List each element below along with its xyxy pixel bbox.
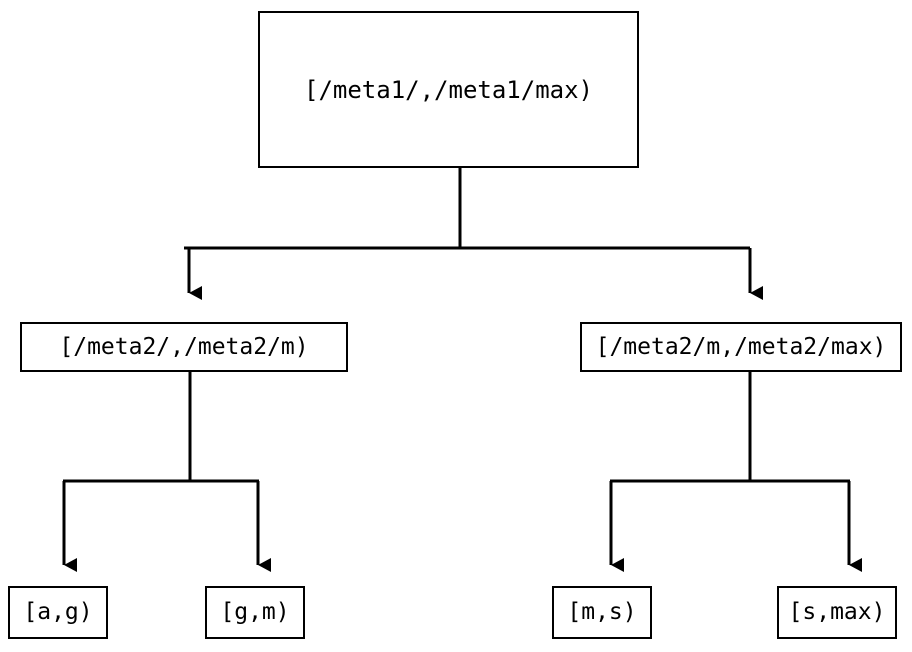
edge-root-to-children [184,168,763,300]
node-leaf-4[interactable]: [s,max) [777,586,897,639]
node-leaf-2-label: [g,m) [220,599,290,625]
node-leaf-3[interactable]: [m,s) [552,586,652,639]
node-mid-right[interactable]: [/meta2/m,/meta2/max) [580,322,902,372]
edge-mid-left-to-children [62,372,271,572]
node-root-label: [/meta1/,/meta1/max) [304,75,593,104]
node-leaf-1[interactable]: [a,g) [8,586,108,639]
node-leaf-4-label: [s,max) [788,599,886,625]
node-leaf-1-label: [a,g) [23,599,93,625]
node-root[interactable]: [/meta1/,/meta1/max) [258,11,639,168]
node-mid-left[interactable]: [/meta2/,/meta2/m) [20,322,348,372]
node-mid-right-label: [/meta2/m,/meta2/max) [595,333,887,360]
node-leaf-3-label: [m,s) [567,599,637,625]
node-mid-left-label: [/meta2/,/meta2/m) [59,333,309,360]
node-leaf-2[interactable]: [g,m) [205,586,305,639]
edge-mid-right-to-children [609,372,862,572]
